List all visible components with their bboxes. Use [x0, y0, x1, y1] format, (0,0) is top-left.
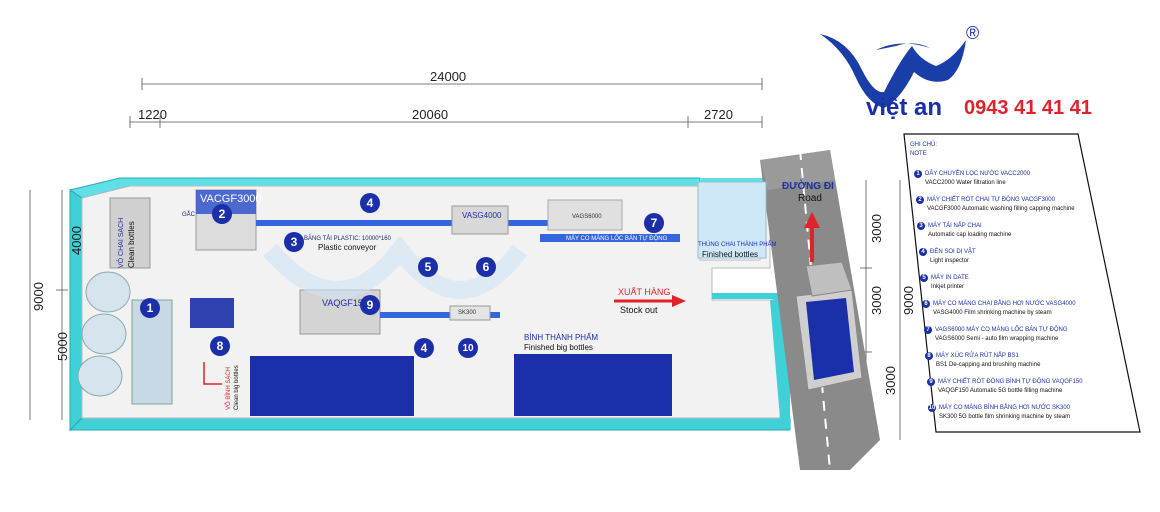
legend-item-en: VASG4000 Film shrinking machine by steam — [933, 310, 1052, 316]
dim-total-width: 24000 — [430, 69, 467, 84]
clean-big-en: Clean big bottles — [234, 365, 240, 410]
marker-10: 10 — [458, 338, 478, 358]
machine-sk300: SK300 — [458, 310, 477, 316]
legend-marker-4: 4 — [919, 248, 927, 256]
dimension-lines — [29, 78, 901, 440]
legend-item-en: VACC2000 Water filtration line — [925, 180, 1006, 186]
dim-right-middle: 3000 — [868, 286, 884, 315]
finished-bottles-en: Finished bottles — [702, 250, 759, 259]
legend-item-en: VAQGF150 Automatic 5G bottle filling mac… — [938, 388, 1063, 394]
dim-right-bottom: 3000 — [882, 366, 898, 395]
legend-title-vi: GHI CHÚ: — [910, 142, 937, 148]
legend-item-en: SK300 5G bottle film shrinking machine b… — [939, 414, 1071, 420]
legend-item-en: Light inspector — [930, 258, 970, 264]
legend-item-en: BS1 De-capping and brushing machine — [936, 362, 1041, 368]
marker-6: 6 — [476, 257, 496, 277]
marker-2: 2 — [212, 204, 232, 224]
legend-title-en: NOTE — [910, 151, 927, 157]
clean-bottles-en: Clean bottles — [127, 221, 136, 268]
legend-item-vi: MÁY TẢI NẮP CHAI — [928, 223, 982, 229]
filter-tanks — [77, 271, 131, 397]
legend-item-en: Automatic cap loading machine — [928, 232, 1012, 238]
plastic-conveyor-en: Plastic conveyor — [318, 243, 377, 252]
legend-marker-9: 9 — [927, 378, 935, 386]
road-en: Road — [798, 193, 822, 204]
legend-item-en: VAGS6000 Semi - auto film wrapping machi… — [935, 336, 1059, 342]
dim-left-top: 4000 — [68, 226, 84, 255]
legend-item-vi: MÁY XÚC RỬA RÚT NẮP BS1 — [936, 353, 1019, 359]
marker-4-top: 4 — [360, 193, 380, 213]
legend-item-vi: MÁY CO MÀNG BÌNH BẰNG HƠI NƯỚC SK300 — [939, 405, 1070, 411]
legend-marker-5: 5 — [920, 274, 928, 282]
legend-marker-6: 6 — [922, 300, 930, 308]
finished-bottles-vi: THÙNG CHAI THÀNH PHẨM — [698, 242, 777, 248]
machine-vasg4000: VASG4000 — [462, 211, 502, 220]
legend-marker-10: 10 — [928, 404, 936, 412]
dim-left-total: 9000 — [30, 282, 46, 311]
marker-7: 7 — [644, 213, 664, 233]
legend-item-vi: ĐÈN SOI DỊ VẬT — [930, 249, 976, 255]
machine-vaqgf150: VAQGF150 — [322, 298, 368, 308]
dim-right-top: 3000 — [868, 214, 884, 243]
marker-8: 8 — [210, 336, 230, 356]
road-title: ĐƯỜNG ĐI — [782, 181, 834, 192]
dim-right: 2720 — [704, 107, 733, 122]
legend-marker-7: 7 — [924, 326, 932, 334]
marker-4-bottom: 4 — [414, 338, 434, 358]
brand-logo-mark — [820, 34, 966, 108]
legend-marker-1: 1 — [914, 170, 922, 178]
brand-phone: 0943 41 41 41 — [964, 97, 1092, 119]
marker-1: 1 — [140, 298, 160, 318]
finished-big-en: Finished big bottles — [524, 343, 593, 352]
stock-out-en: Stock out — [620, 305, 658, 315]
legend-item-vi: VAGS6000 MÁY CO MÀNG LỐC BÁN TỰ ĐỘNG — [935, 327, 1068, 333]
legend-item-vi: MÁY CO MÀNG CHAI BẰNG HƠI NƯỚC VASG4000 — [933, 301, 1076, 307]
marker-3: 3 — [284, 232, 304, 252]
legend-item-vi: MÁY IN DATE — [931, 275, 969, 281]
legend-item-vi: DÂY CHUYỀN LỌC NƯỚC VACC2000 — [925, 171, 1031, 177]
film-wrap-label: MÁY CO MÀNG LỐC BÁN TỰ ĐỘNG — [566, 236, 668, 242]
dim-middle: 20060 — [412, 107, 449, 122]
plastic-conveyor-vi: BĂNG TẢI PLASTIC: 10000*160 — [304, 236, 391, 242]
legend-item-vi: MÁY CHIẾT RÓT ĐÓNG BÌNH TỰ ĐỘNG VAQGF150 — [938, 379, 1083, 385]
machine-vags6000: VAGS6000 — [572, 214, 602, 220]
legend-marker-2: 2 — [916, 196, 924, 204]
clean-bottles-vi: VỎ CHAI SẠCH — [118, 217, 125, 268]
machine-vacgf3000: VACGF3000 — [200, 193, 262, 205]
marker-9: 9 — [360, 295, 380, 315]
legend-marker-3: 3 — [917, 222, 925, 230]
legend-item-en: VACGF3000 Automatic washing filling capp… — [927, 206, 1075, 212]
finished-big-vi: BÌNH THÀNH PHẨM — [524, 333, 599, 342]
legend-item-en: Inkjet printer — [931, 284, 965, 290]
legend-marker-8: 8 — [925, 352, 933, 360]
dim-left-bottom: 5000 — [54, 332, 70, 361]
registered-mark: ® — [966, 23, 980, 43]
small-label-1: GẮC — [182, 212, 196, 218]
brand-name: việt an — [866, 94, 943, 121]
truck — [795, 261, 863, 391]
building-walls — [68, 177, 791, 432]
legend-item-vi: MÁY CHIẾT RÓT CHAI TỰ ĐỘNG VACGF3000 — [927, 197, 1055, 203]
stock-out-vi: XUẤT HÀNG — [618, 287, 671, 297]
marker-5: 5 — [418, 257, 438, 277]
dim-left: 1220 — [138, 107, 167, 122]
clean-big-vi: VỎ BÌNH SẠCH — [226, 366, 232, 410]
